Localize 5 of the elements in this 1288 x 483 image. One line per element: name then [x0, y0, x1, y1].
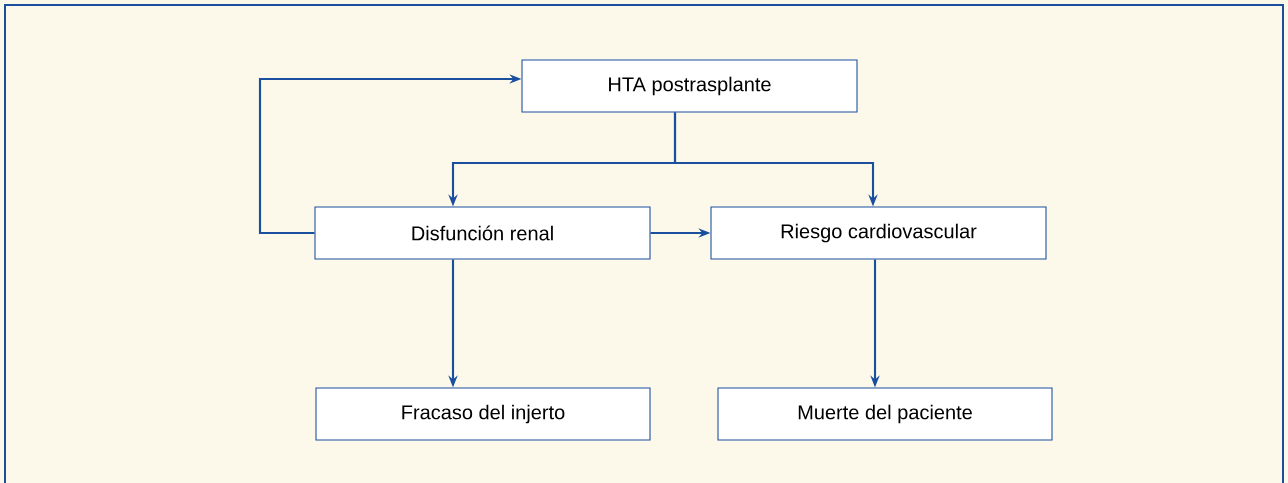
process-box: HTA postrasplante — [521, 59, 858, 113]
process-box: Fracaso del injerto — [315, 387, 651, 441]
process-box: Riesgo cardiovascular — [710, 206, 1047, 260]
process-box: Muerte del paciente — [717, 387, 1053, 441]
process-box: Disfunción renal — [314, 206, 651, 260]
